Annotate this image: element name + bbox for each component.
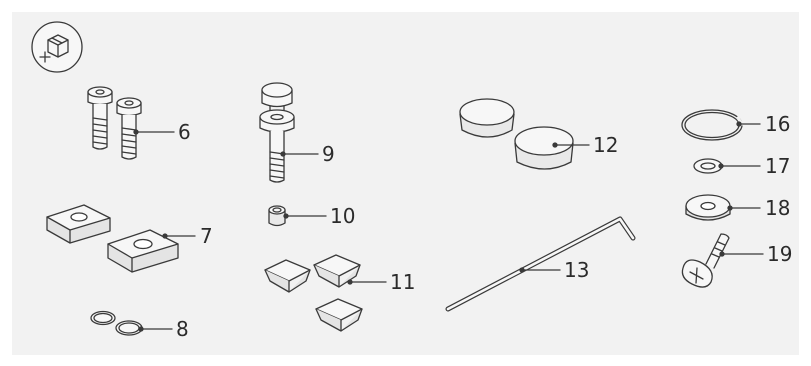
callout-8: 8 [176,317,189,341]
part-11-feet-pads [264,254,387,332]
part-6-cap-screws [87,86,175,160]
callout-18: 18 [765,196,790,220]
callout-12: 12 [593,133,618,157]
part-9-knob-bolt [259,82,319,183]
part-10-sleeve [268,205,327,227]
box-with-plus-icon [31,21,83,73]
callout-10: 10 [330,204,355,228]
callout-7: 7 [200,224,213,248]
callout-17: 17 [765,154,790,178]
callout-16: 16 [765,112,790,136]
callout-19: 19 [767,242,792,266]
part-8-o-rings [90,310,173,336]
part-12-caps [459,98,590,170]
callout-11: 11 [390,270,415,294]
callout-9: 9 [322,142,335,166]
callout-13: 13 [564,258,589,282]
part-19-pan-head-screw [681,233,764,288]
parts-panel [12,12,799,355]
part-13-hex-key [445,216,636,312]
callout-6: 6 [178,120,191,144]
part-16-snap-ring [681,109,761,141]
part-17-small-washer [693,158,761,174]
part-18-thick-washer [685,194,761,221]
part-7-square-blocks [46,204,196,273]
